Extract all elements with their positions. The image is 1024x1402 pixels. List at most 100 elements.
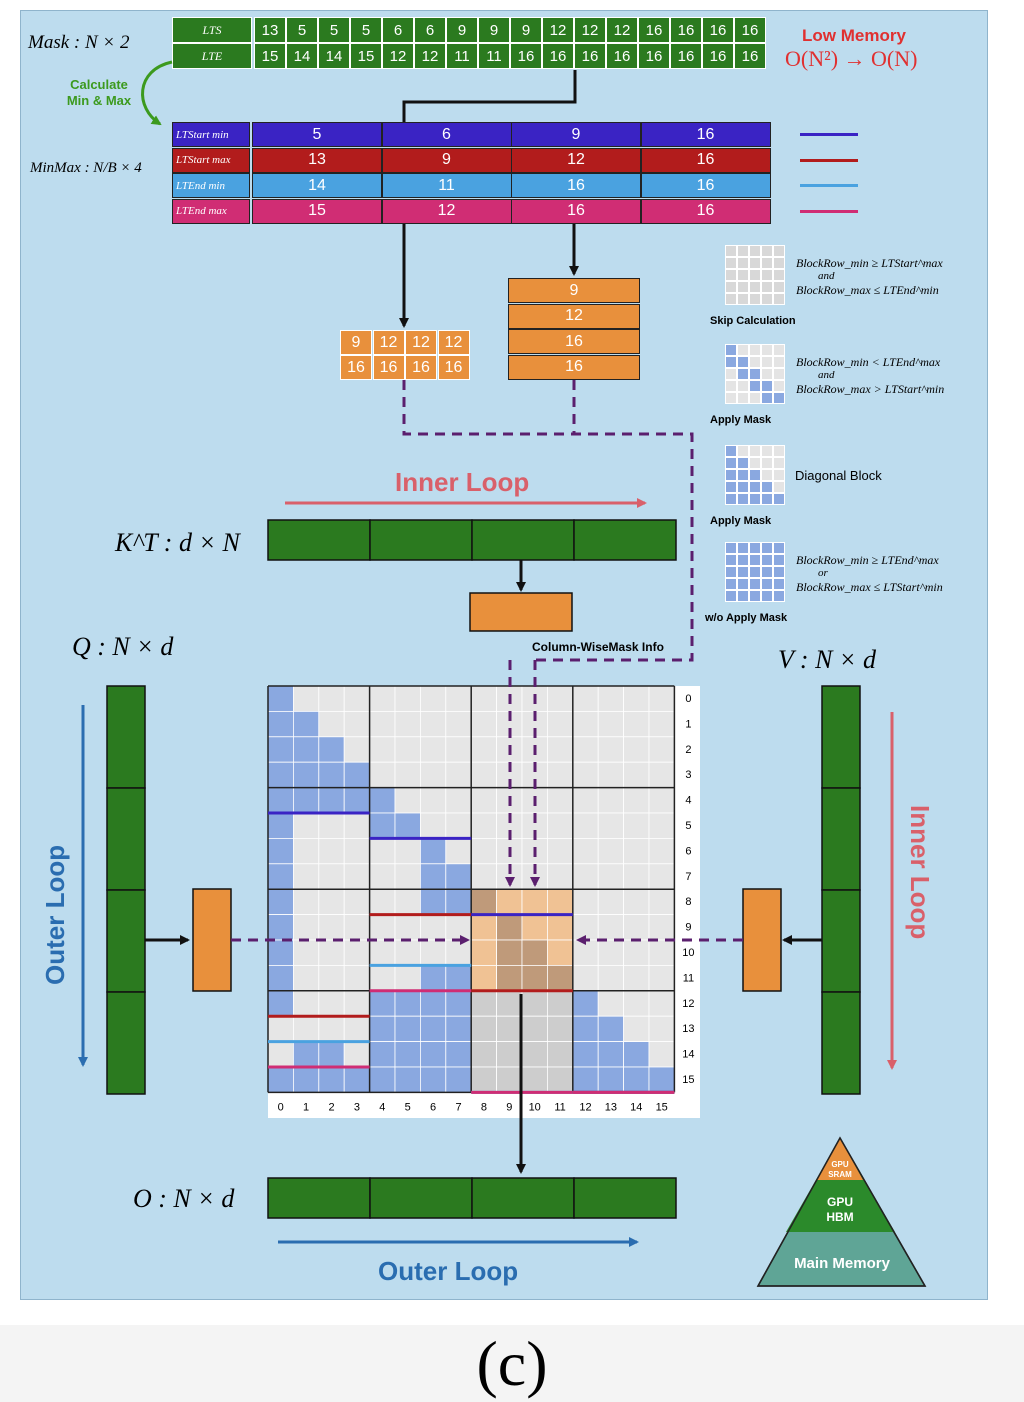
legend-swatch-cell <box>761 554 773 566</box>
attention-cell <box>419 761 447 789</box>
legend-swatch-cell <box>773 566 785 578</box>
attention-cell <box>648 939 675 966</box>
mask-value: 11 <box>478 43 510 69</box>
attention-cell <box>394 711 421 738</box>
attention-cell <box>318 812 345 839</box>
mask-row-name: LTS <box>172 17 252 43</box>
row-mask-value: 16 <box>372 355 405 380</box>
legend-swatch-cell <box>725 566 737 578</box>
attention-cell <box>547 685 574 712</box>
attention-cell <box>318 939 345 966</box>
legend-swatch-cell <box>737 380 749 392</box>
legend-swatch-cell <box>749 578 761 590</box>
col-index-label: 9 <box>506 1101 512 1113</box>
attention-cell <box>572 711 599 738</box>
attention-cell <box>292 888 320 916</box>
minmax-color-line <box>800 184 858 187</box>
attention-cell <box>419 1015 447 1043</box>
legend-swatch-cell <box>725 344 737 356</box>
column-mask-value: 9 <box>508 278 640 303</box>
legend-swatch-cell <box>749 293 761 305</box>
mask-value: 14 <box>318 43 350 69</box>
legend-swatch-cell <box>761 481 773 493</box>
legend-swatch-cell <box>749 481 761 493</box>
attention-cell <box>369 1066 396 1093</box>
mask-value: 16 <box>638 17 670 43</box>
v-block <box>821 787 861 891</box>
attention-cell <box>419 685 447 712</box>
attention-cell <box>445 761 472 789</box>
v-block <box>821 889 861 993</box>
attention-cell <box>318 711 345 738</box>
minmax-value: 9 <box>381 147 512 173</box>
mask-value: 16 <box>510 43 542 69</box>
mask-value: 9 <box>510 17 542 43</box>
attention-cell <box>521 1066 548 1093</box>
legend-swatch-cell <box>737 566 749 578</box>
q-block <box>106 787 146 891</box>
attention-cell <box>445 939 472 966</box>
attention-cell <box>521 939 548 966</box>
attention-cell <box>521 965 548 992</box>
attention-cell <box>648 711 675 738</box>
attention-cell <box>623 736 650 763</box>
legend-swatch-cell <box>773 293 785 305</box>
mask-value: 12 <box>574 17 606 43</box>
legend-join: or <box>818 567 828 579</box>
legend-swatch-cell <box>725 281 737 293</box>
mask-value: 12 <box>414 43 446 69</box>
mask-to-minmax-connector <box>402 70 577 122</box>
attention-cell <box>292 736 320 763</box>
attention-cell <box>394 838 421 865</box>
purple-dashed-link <box>402 380 694 662</box>
attention-cell <box>572 1066 599 1093</box>
col-index-label: 8 <box>481 1101 487 1113</box>
attention-cell <box>267 1041 294 1068</box>
attention-cell <box>597 1015 625 1043</box>
legend-text: BlockRow_min < LTEnd^max <box>796 354 941 369</box>
attention-cell <box>267 711 294 738</box>
row-mask-value: 16 <box>437 355 470 380</box>
minmax-row-name: LTEnd min <box>172 173 250 198</box>
attention-cell <box>267 914 294 941</box>
attention-cell <box>394 1015 421 1043</box>
legend-swatch-cell <box>749 368 761 380</box>
attention-cell <box>369 1041 396 1068</box>
kt-block <box>267 519 371 561</box>
attention-cell <box>470 761 498 789</box>
legend-swatch-cell <box>725 368 737 380</box>
attention-cell <box>470 914 498 941</box>
attention-cell <box>419 838 447 865</box>
legend-swatch-cell <box>749 445 761 457</box>
attention-cell <box>496 1015 523 1043</box>
attention-cell <box>318 1041 345 1068</box>
attention-cell <box>597 711 625 738</box>
attention-cell <box>343 711 371 738</box>
attention-cell <box>292 965 320 992</box>
attention-cell <box>470 965 498 992</box>
attention-cell <box>547 761 574 789</box>
legend-swatch-cell <box>773 542 785 554</box>
attention-cell <box>369 685 396 712</box>
attention-cell <box>470 1066 498 1093</box>
legend-swatch-cell <box>737 344 749 356</box>
legend-swatch-cell <box>737 368 749 380</box>
q-block <box>106 991 146 1095</box>
legend-swatch-cell <box>773 590 785 602</box>
legend-swatch-cell <box>737 554 749 566</box>
attention-cell <box>496 965 523 992</box>
q-label: Q : N × d <box>72 632 174 661</box>
legend-caption: Apply Mask <box>710 414 772 426</box>
legend-swatch-cell <box>773 457 785 469</box>
mask-value: 5 <box>318 17 350 43</box>
v-label: V : N × d <box>778 645 876 674</box>
column-mask-value: 16 <box>508 354 640 380</box>
legend-swatch-cell <box>737 293 749 305</box>
attention-cell <box>445 787 472 814</box>
attention-cell <box>318 1015 345 1043</box>
mask-value: 16 <box>670 17 702 43</box>
calc-minmax-label: Calculate Min & Max <box>64 77 134 109</box>
attention-cell <box>369 914 396 941</box>
row-index-label: 5 <box>685 820 691 832</box>
attention-cell <box>267 939 294 966</box>
